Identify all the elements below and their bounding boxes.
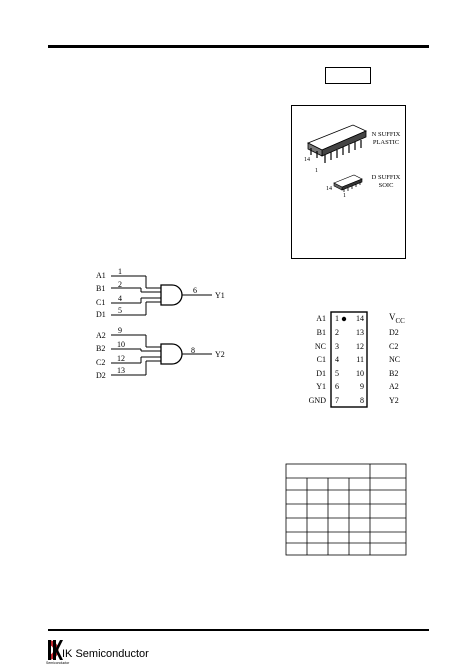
d-suffix-label: D SUFFIX SOIC <box>371 174 401 189</box>
pinout-left-num-3: 3 <box>335 342 339 351</box>
gate2-output-name: Y2 <box>215 350 225 359</box>
ik-logo-icon <box>48 639 63 660</box>
pinout-right-name-12: C2 <box>389 342 399 351</box>
dip-pin14-label: 14 <box>304 157 310 163</box>
gate1-output-name: Y1 <box>215 291 225 300</box>
pinout-right-name-10: B2 <box>389 369 399 378</box>
soic-package-icon <box>333 174 363 192</box>
pinout-right-name-8: Y2 <box>389 396 399 405</box>
pinout-right-name-13: D2 <box>389 328 399 337</box>
pinout-right-num-13: 13 <box>356 328 364 337</box>
pinout-right-name-9: A2 <box>389 382 399 391</box>
gate2-input-a2-name: A2 <box>96 331 106 340</box>
gate1-input-d1-pin: 5 <box>118 306 122 315</box>
n-suffix-label: N SUFFIX PLASTIC <box>371 131 401 146</box>
pinout-left-num-1: 1 <box>335 314 339 323</box>
gate2-input-d2-pin: 13 <box>117 366 125 375</box>
soic-pin14-label: 14 <box>326 186 332 192</box>
function-table-grid <box>285 463 407 556</box>
pinout-left-name-6: Y1 <box>316 382 326 391</box>
vcc-main: V <box>389 312 396 322</box>
pinout-left-num-7: 7 <box>335 396 339 405</box>
pinout-ic-body <box>330 311 368 408</box>
pinout-right-name-14: VCC <box>389 312 405 325</box>
logic-gate-2 <box>111 334 212 376</box>
pinout-left-name-4: C1 <box>316 355 326 364</box>
gate2-input-c2-name: C2 <box>96 358 106 367</box>
gate1-input-b1-name: B1 <box>96 284 106 293</box>
gate1-input-c1-name: C1 <box>96 298 106 307</box>
pinout-right-name-11: NC <box>389 355 401 364</box>
pinout-left-name-2: B1 <box>316 328 326 337</box>
gate1-input-d1-name: D1 <box>96 310 106 319</box>
pinout-left-name-5: D1 <box>316 369 326 378</box>
pinout-left-num-6: 6 <box>335 382 339 391</box>
header-rule <box>48 45 429 48</box>
gate2-input-d2-name: D2 <box>96 371 106 380</box>
pinout-right-num-14: 14 <box>356 314 364 323</box>
gate1-input-c1-pin: 4 <box>118 294 122 303</box>
soic-pin1-label: 1 <box>343 193 346 199</box>
pinout-right-num-9: 9 <box>360 382 364 391</box>
pinout-left-name-3: NC <box>314 342 326 351</box>
pinout-right-num-8: 8 <box>360 396 364 405</box>
logo-tagline: Semiconductor <box>46 661 70 665</box>
pinout-right-num-12: 12 <box>356 342 364 351</box>
pinout-left-num-4: 4 <box>335 355 339 364</box>
gate2-input-c2-pin: 12 <box>117 354 125 363</box>
gate1-output-pin: 6 <box>193 286 197 295</box>
gate1-input-b1-pin: 2 <box>118 280 122 289</box>
pinout-right-num-10: 10 <box>356 369 364 378</box>
pinout-right-num-11: 11 <box>356 355 364 364</box>
logic-gate-1 <box>111 275 212 316</box>
package-box <box>291 105 406 259</box>
gate2-input-b2-pin: 10 <box>117 340 125 349</box>
gate2-input-a2-pin: 9 <box>118 326 122 335</box>
part-number-box <box>325 67 371 84</box>
pinout-left-num-5: 5 <box>335 369 339 378</box>
gate1-input-a1-name: A1 <box>96 271 106 280</box>
pinout-left-num-2: 2 <box>335 328 339 337</box>
dip-pin1-label: 1 <box>315 168 318 174</box>
company-name: IK Semiconductor <box>62 648 149 660</box>
pinout-left-name-7: GND <box>308 396 326 405</box>
pinout-left-name-1: A1 <box>316 314 326 323</box>
footer-rule <box>48 629 429 631</box>
gate2-input-b2-name: B2 <box>96 344 106 353</box>
gate2-output-pin: 8 <box>191 346 195 355</box>
dip-package-icon <box>307 124 367 163</box>
gate1-input-a1-pin: 1 <box>118 267 122 276</box>
vcc-subscript: CC <box>395 317 405 325</box>
